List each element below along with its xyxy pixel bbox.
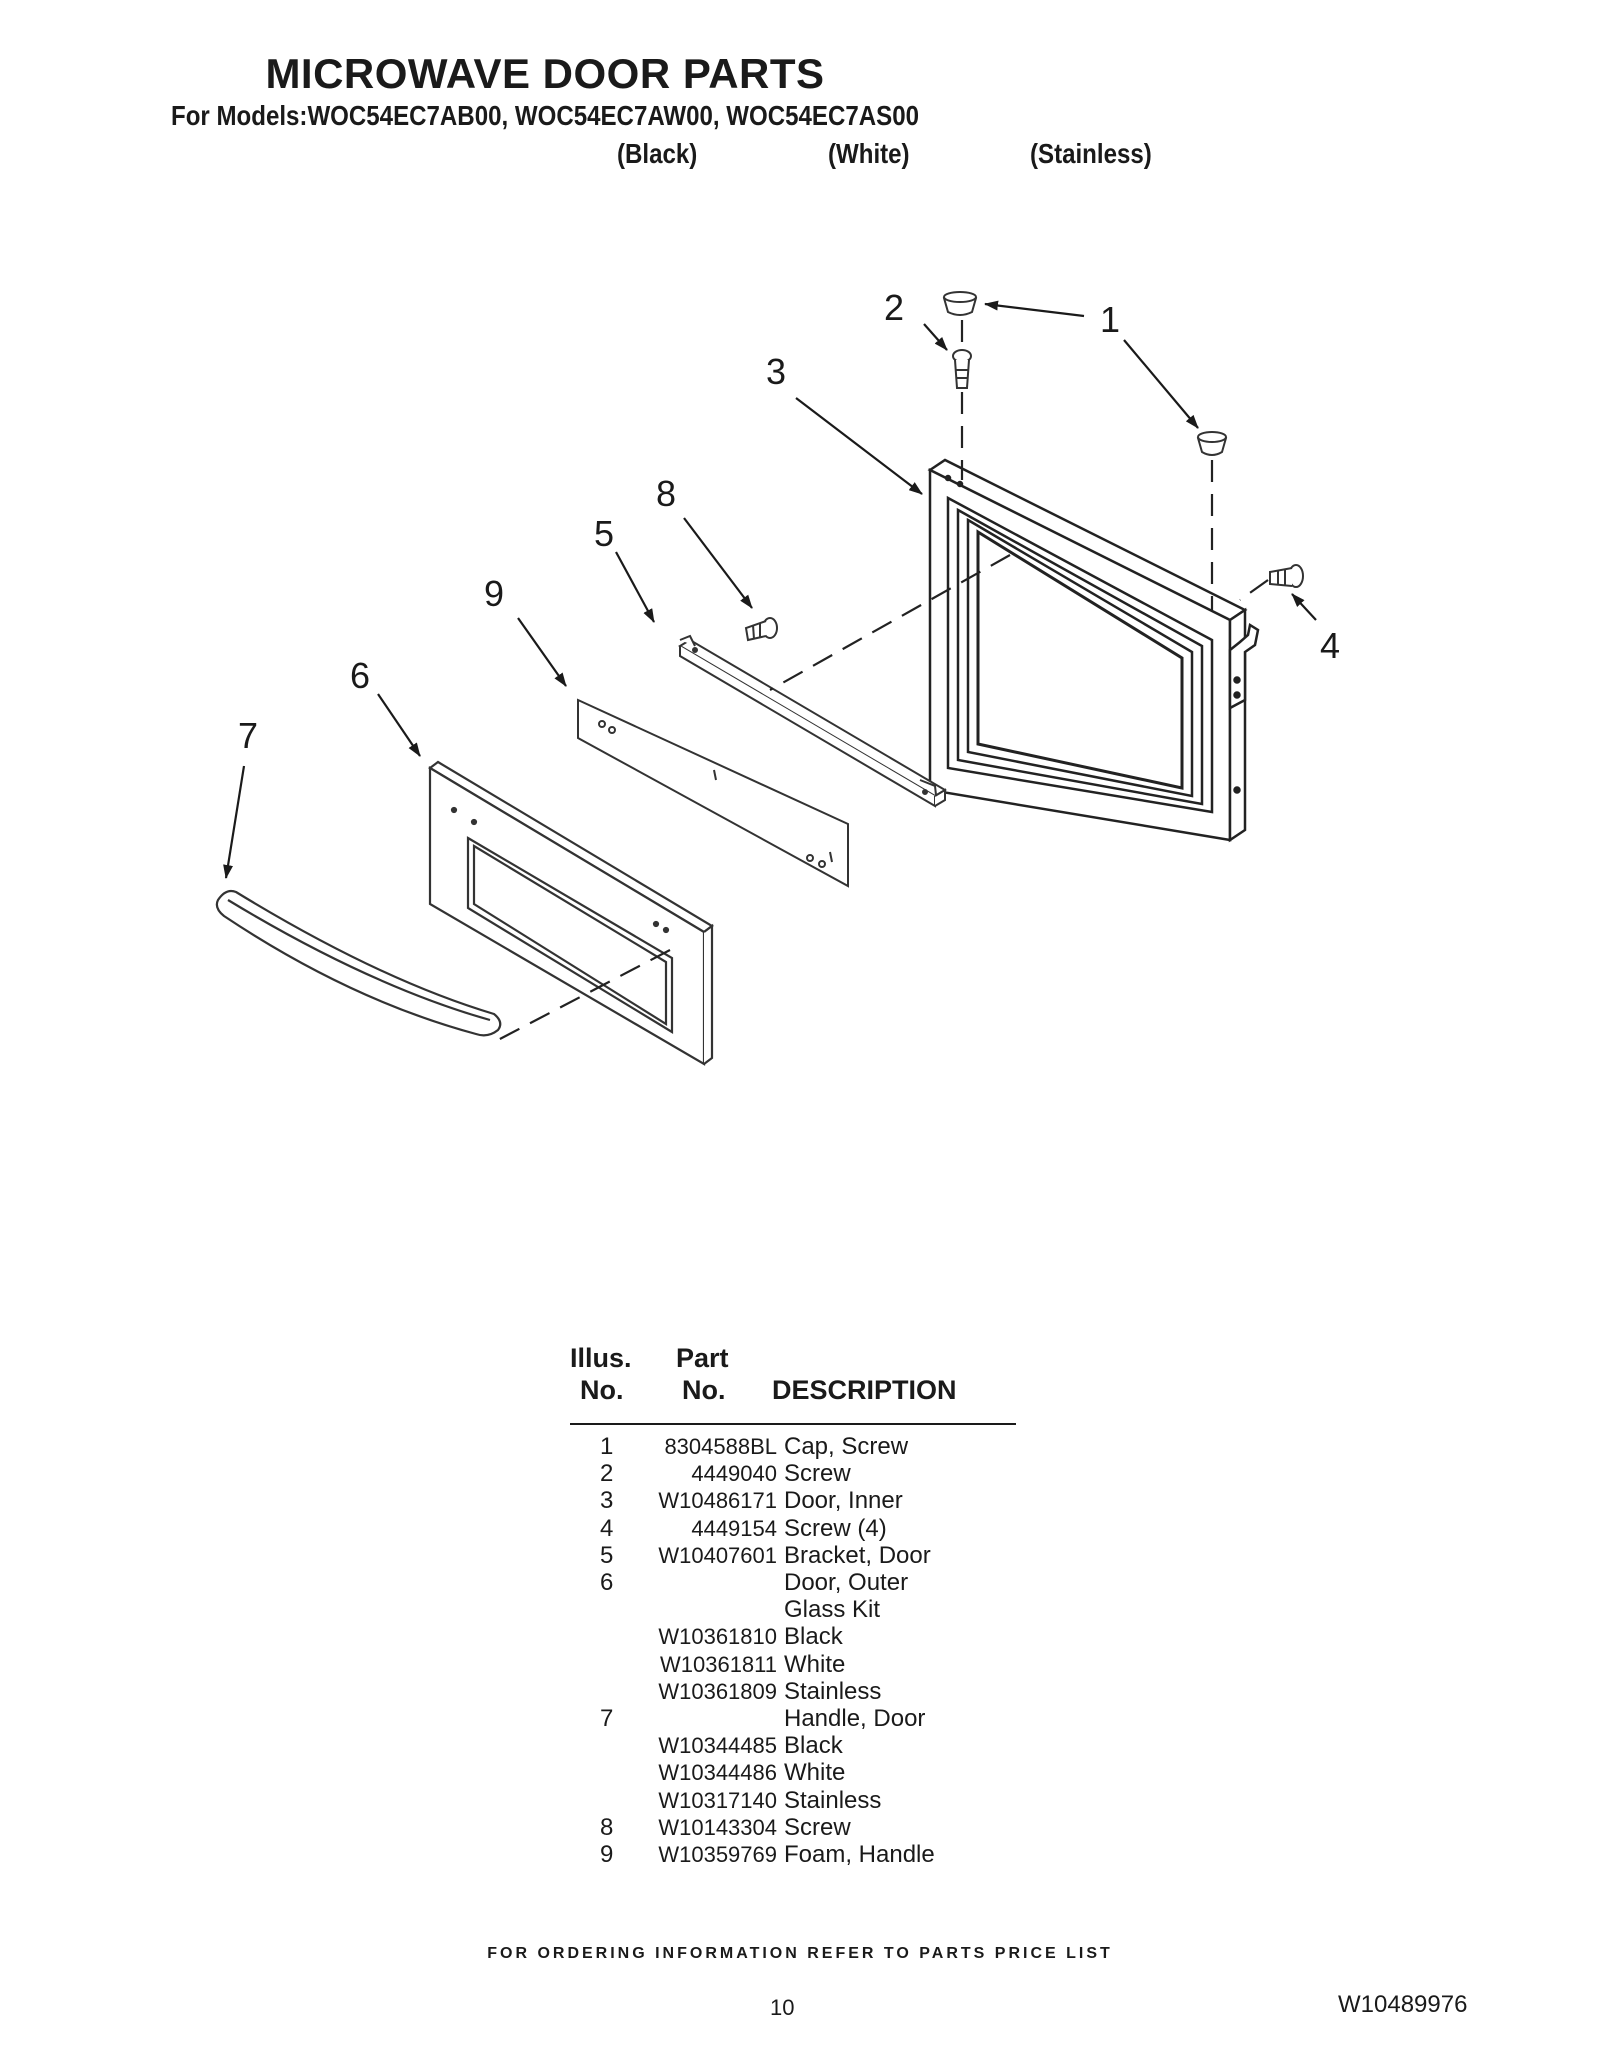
callout-8: 8 [656,473,676,514]
page-number: 10 [770,1995,795,2020]
description: Cap, Screw [784,1433,909,1460]
illus-no: 1 [600,1433,614,1460]
part-no: W10344485 [658,1733,777,1759]
description: Black [784,1732,843,1760]
table-row: W10344485 Black [570,1732,1070,1759]
illus-no: 7 [600,1705,614,1732]
part-no: 4449154 [691,1515,777,1541]
callout-7: 7 [238,715,258,756]
table-row: W10317140 Stainless [570,1787,1070,1814]
description: Door, Outer [784,1569,909,1596]
table-row: 6 Door, Outer [570,1569,1070,1596]
part-no: 4449040 [691,1461,777,1487]
part-door-bracket [678,634,947,808]
model-list: For Models:WOC54EC7AB00, WOC54EC7AW00, W… [170,100,920,131]
finish-stainless-label: (Stainless) [1030,138,1152,169]
callout-2: 2 [884,287,904,328]
description: Screw [784,1813,851,1841]
part-cap-screw-right [1196,431,1228,456]
table-row: 3 W10486171 Door, Inner [570,1487,1070,1514]
header-description: DESCRIPTION [772,1375,957,1405]
callout-3: 3 [766,351,786,392]
header-part-1: Part [676,1343,729,1373]
part-no: W10361809 [658,1678,777,1704]
illus-no: 4 [600,1514,614,1542]
description: Stainless [784,1677,882,1705]
description: Foam, Handle [784,1841,935,1868]
illus-no: 8 [600,1813,614,1841]
header-illus-1: Illus. [570,1343,632,1373]
table-row: 5 W10407601 Bracket, Door [570,1542,1070,1569]
part-cap-screw-top [942,291,978,316]
table-row: 1 8304588BL Cap, Screw [570,1433,1070,1460]
callout-1: 1 [1100,299,1120,340]
table-row: W10361810 Black [570,1623,1070,1650]
part-no: W10344486 [658,1760,777,1786]
table-row: W10361811 White [570,1651,1070,1678]
callout-5: 5 [594,513,614,554]
illus-no: 5 [600,1541,614,1569]
table-row: 8 W10143304 Screw [570,1814,1070,1841]
description: Handle, Door [784,1705,926,1732]
table-row: 4 4449154 Screw (4) [570,1515,1070,1542]
table-row: Glass Kit [570,1596,1070,1623]
callout-6: 6 [350,655,370,696]
table-row: 2 4449040 Screw [570,1460,1070,1487]
description: Black [784,1623,843,1651]
part-foam-handle [577,698,849,888]
illus-no: 3 [600,1487,614,1515]
description: Bracket, Door [784,1541,931,1569]
part-no: 8304588BL [664,1434,777,1459]
description: Screw [784,1460,851,1488]
header-rule [570,1423,1016,1425]
illus-no: 6 [600,1569,614,1596]
description: White [784,1759,846,1787]
table-row: 9 W10359769 Foam, Handle [570,1841,1070,1868]
table-row: W10344486 White [570,1759,1070,1786]
part-screw-8 [744,617,778,642]
description: Screw (4) [784,1514,887,1542]
part-no: W10486171 [658,1488,777,1514]
part-screw-4 [1269,564,1304,588]
header-part-2: No. [682,1375,726,1405]
callout-4: 4 [1320,625,1340,666]
document-number: W10489976 [1338,1991,1468,2018]
callout-9: 9 [484,573,504,614]
assembly-lines [497,320,1269,1041]
ordering-note: FOR ORDERING INFORMATION REFER TO PARTS … [487,1945,1113,1962]
part-outer-door [428,760,714,1066]
exploded-parts-diagram: 1 2 3 4 5 6 7 8 9 [215,287,1340,1066]
page-title: MICROWAVE DOOR PARTS [265,50,825,97]
table-row: 7 Handle, Door [570,1705,1070,1732]
part-no: W10317140 [658,1787,777,1813]
part-no: W10359769 [658,1842,777,1867]
part-door-handle [215,889,502,1037]
leader-arrows [223,300,1317,879]
part-no: W10407601 [658,1542,777,1568]
finish-black-label: (Black) [617,138,698,169]
finish-white-label: (White) [828,138,910,169]
part-no: W10361811 [659,1651,777,1677]
part-no: W10143304 [658,1814,777,1840]
description: White [784,1650,846,1678]
description: Glass Kit [784,1596,881,1624]
header-illus-2: No. [580,1375,624,1405]
description: Stainless [784,1786,882,1814]
illus-no: 2 [600,1460,614,1488]
table-row: W10361809 Stainless [570,1678,1070,1705]
part-screw-2 [952,349,972,389]
part-no: W10361810 [658,1624,777,1650]
description: Door, Inner [784,1487,903,1515]
illus-no: 9 [600,1841,614,1868]
part-inner-door [927,458,1260,843]
